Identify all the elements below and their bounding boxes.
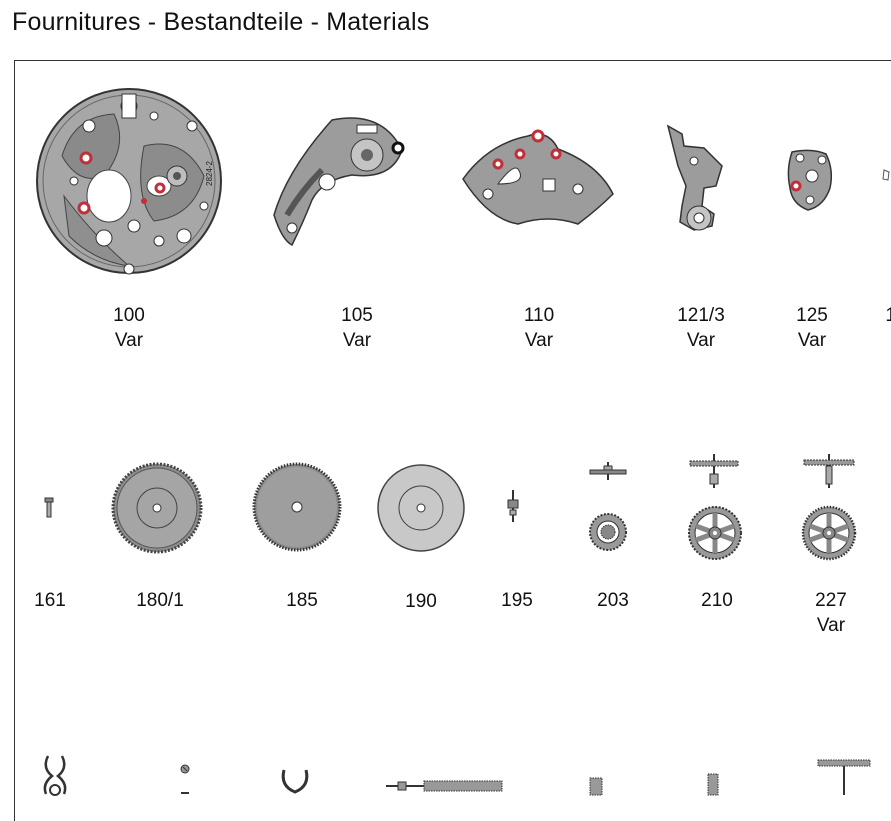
part-variant: Var [797,330,827,351]
part-variant: Var [524,330,554,351]
part-number: 110 [523,305,555,326]
part-number: 210 [701,590,733,611]
part-number: 1 [885,305,891,326]
part-number: 105 [341,305,373,326]
clip-spring-illustration [43,755,67,796]
part-label-180-1: 180/1 [115,588,205,613]
bridge-110-illustration [462,129,614,225]
part-number: 185 [286,590,318,611]
wheel-210-side-illustration [689,454,739,488]
part-variant: Var [686,330,716,351]
part-label-185: 185 [257,588,347,613]
parts-frame [14,60,891,821]
part-number: 121/3 [677,305,725,326]
engraving-text: 2824-2 [205,161,214,186]
part-label-105: 105 Var [312,303,402,353]
gear-185-illustration [252,462,342,552]
part-number: 203 [597,590,629,611]
part-label-125: 125 Var [767,303,857,353]
wheel-227-side-illustration [803,454,855,488]
part-label-195: 195 [472,588,562,613]
pinion-b-illustration [707,773,719,796]
rack-illustration [817,759,871,795]
wheel-227-top-illustration [801,505,857,561]
part-number: 195 [501,590,533,611]
part-label-121-3: 121/3 Var [656,303,746,353]
partial-part-illustration [882,169,890,181]
part-number: 190 [405,591,437,612]
gear-180-1-illustration [111,462,203,554]
part-label-190: 190 [376,589,466,614]
page-title: Fournitures - Bestandteile - Materials [12,8,430,36]
wheel-203-top-illustration [589,513,627,551]
main-plate-100-illustration: 2824-2 [36,88,222,275]
part-label-161: 161 [5,588,95,613]
lever-121-3-illustration [666,124,723,231]
bridge-105-illustration [273,117,405,247]
arbor-195-illustration [507,490,519,522]
bridge-125-illustration [787,149,833,211]
part-variant: Var [114,330,144,351]
part-label-203: 203 [568,588,658,613]
part-number: 125 [796,305,828,326]
yoke-spring-illustration [281,769,309,794]
part-label-227: 227 Var [786,588,876,638]
part-number: 180/1 [136,590,184,611]
wheel-203-side-illustration [589,462,627,480]
pinion-a-illustration [589,777,603,796]
part-label-100: 100 Var [84,303,174,353]
screw-illustration [180,764,190,794]
part-number: 100 [113,305,145,326]
part-number: 161 [34,590,66,611]
part-label-partial: 1 [836,303,891,328]
winding-stem-illustration [386,780,503,792]
part-number: 227 [815,590,847,611]
part-variant: Var [342,330,372,351]
wheel-210-top-illustration [688,506,742,560]
part-variant: Var [816,615,846,636]
part-label-210: 210 [672,588,762,613]
part-label-110: 110 Var [494,303,584,353]
pin-161-illustration [44,497,54,518]
disc-190-illustration [377,464,465,552]
